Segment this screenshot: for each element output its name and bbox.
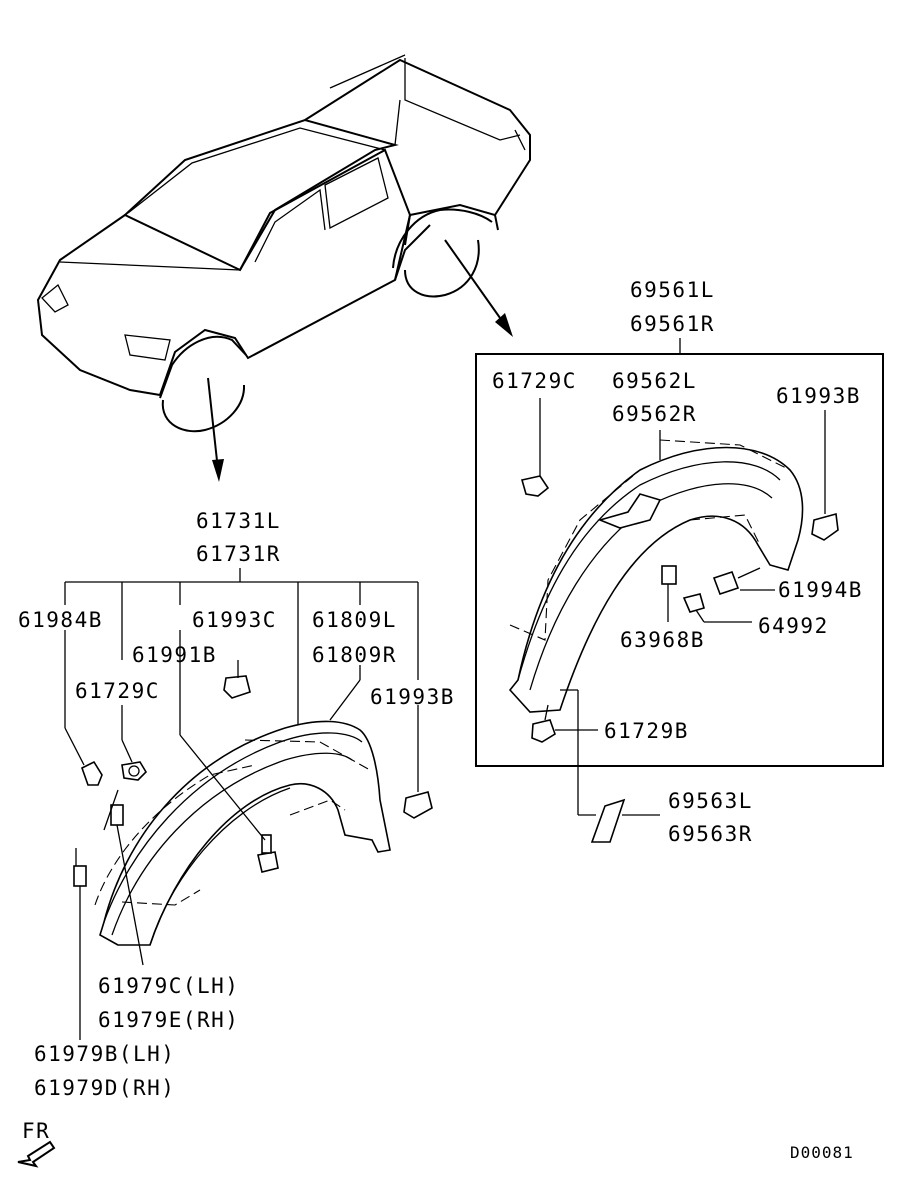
rear-label-69563R: 69563R bbox=[668, 822, 753, 846]
rear-assembly-label-r: 69561R bbox=[630, 312, 715, 336]
front-direction-marker: FR bbox=[17, 1119, 56, 1168]
rear-label-61993B: 61993B bbox=[776, 384, 861, 408]
bolt-61994B bbox=[712, 567, 775, 596]
screw-64992 bbox=[682, 593, 752, 623]
rear-group-box bbox=[475, 353, 884, 767]
nut-61993B-front bbox=[403, 705, 433, 819]
clip-61979B bbox=[73, 848, 87, 1040]
front-label-61984B: 61984B bbox=[18, 608, 103, 632]
fr-arrow-icon bbox=[17, 1140, 56, 1168]
rear-label-61729C: 61729C bbox=[492, 369, 577, 393]
clip-61729B bbox=[531, 704, 598, 743]
fr-label: FR bbox=[22, 1119, 50, 1143]
front-assembly-label-l: 61731L bbox=[196, 509, 281, 533]
front-label-61729C: 61729C bbox=[75, 679, 160, 703]
clip-61979C bbox=[103, 789, 144, 966]
front-label-61979D: 61979D(RH) bbox=[34, 1076, 175, 1100]
clip-63968B bbox=[661, 565, 677, 622]
front-assembly-label-r: 61731R bbox=[196, 542, 281, 566]
front-label-61993B: 61993B bbox=[370, 685, 455, 709]
tape-69563 bbox=[560, 689, 660, 843]
nut-61993C bbox=[223, 660, 251, 699]
clip-61729C-rear bbox=[520, 398, 550, 497]
front-label-61809R: 61809R bbox=[312, 643, 397, 667]
rear-label-61994B: 61994B bbox=[778, 578, 863, 602]
rear-label-63968B: 63968B bbox=[620, 628, 705, 652]
front-label-61979E: 61979E(RH) bbox=[98, 1008, 239, 1032]
nut-61993B-rear bbox=[811, 410, 839, 541]
clip-61729C-front bbox=[121, 705, 148, 781]
front-label-61979B: 61979B(LH) bbox=[34, 1042, 175, 1066]
diagram-code: D00081 bbox=[790, 1143, 854, 1162]
truck-illustration bbox=[36, 54, 531, 482]
front-label-61809L: 61809L bbox=[312, 608, 397, 632]
rear-flare-group: 69561L 69561R bbox=[475, 278, 884, 846]
front-label-61991B: 61991B bbox=[132, 643, 217, 667]
rear-label-61729B: 61729B bbox=[604, 719, 689, 743]
front-label-61993C: 61993C bbox=[192, 608, 277, 632]
bolt-61991B bbox=[179, 630, 279, 873]
rear-label-69562L: 69562L bbox=[612, 369, 697, 393]
clip-61984B bbox=[64, 630, 103, 786]
rear-label-69562R: 69562R bbox=[612, 402, 697, 426]
rear-assembly-label-l: 69561L bbox=[630, 278, 715, 302]
rear-label-69563L: 69563L bbox=[668, 789, 753, 813]
rear-label-64992: 64992 bbox=[758, 614, 829, 638]
front-label-61979C: 61979C(LH) bbox=[98, 974, 239, 998]
front-flare-group: 61731L 61731R bbox=[18, 509, 455, 1100]
